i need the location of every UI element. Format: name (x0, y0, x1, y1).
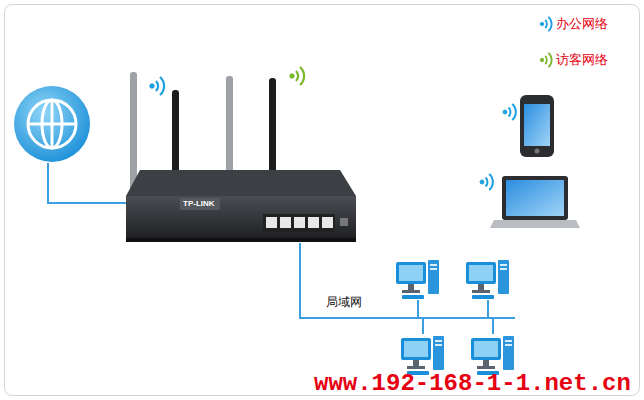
legend-text: 办公网络 (556, 16, 608, 32)
network-label: 局域网 (326, 295, 362, 309)
watermark: www.192-168-1-1.net.cn (314, 370, 631, 399)
brand-label: TP-LINK (183, 199, 215, 209)
legend-text: 访客网络 (556, 52, 608, 68)
